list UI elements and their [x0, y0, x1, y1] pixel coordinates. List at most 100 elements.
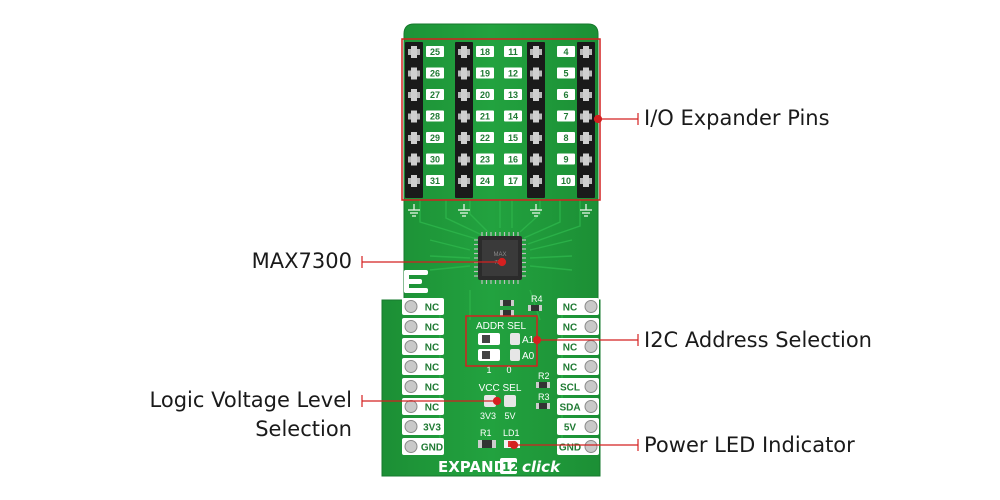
pin-number-label: 29: [430, 133, 440, 143]
header-pin: [533, 153, 539, 166]
header-pin: [461, 175, 467, 187]
mikrobus-pin-hole: [584, 360, 598, 373]
pin-number-label: 19: [480, 69, 490, 79]
mikrobus-pin-hole: [404, 380, 418, 393]
board-name: EXPAND 12 click: [438, 458, 561, 476]
mikrobus-pin-hole: [404, 360, 418, 373]
pin-number-label: 22: [480, 133, 490, 143]
header-pin: [583, 110, 589, 123]
svg-text:MAX: MAX: [493, 252, 506, 258]
board-name-suffix: click: [522, 458, 561, 476]
mikrobus-pin-hole: [584, 440, 598, 453]
header-pin: [411, 89, 417, 101]
mikrobus-pin-label: NC: [425, 343, 439, 354]
pin-label-bg: [476, 153, 494, 165]
pin-number-label: 15: [508, 133, 518, 143]
mikrobus-pin-hole: [584, 400, 598, 413]
r2-label: R2: [538, 371, 550, 381]
pin-label-bg: [426, 46, 444, 57]
zero-label: 0: [506, 365, 511, 375]
callout-led: Power LED Indicator: [644, 433, 855, 457]
mikrobus-pin-hole: [404, 300, 418, 313]
pin-label-bg: [504, 110, 522, 122]
header-pin: [583, 175, 589, 187]
header-pin: [583, 67, 589, 80]
a0-label: A0: [522, 351, 535, 362]
mikrobus-pin-hole: [404, 320, 418, 333]
mikrobus-pin-hole: [584, 300, 598, 313]
a1-label: A1: [522, 335, 535, 346]
pin-label-bg: [557, 46, 575, 57]
pin-label-bg: [476, 132, 494, 143]
mikrobus-pin-hole: [404, 400, 418, 413]
callout-io-pins: I/O Expander Pins: [644, 106, 830, 130]
ld1-label: LD1: [503, 428, 520, 438]
pin-label-bg: [426, 110, 444, 122]
pin-label-bg: [504, 46, 522, 57]
header-pin: [461, 132, 467, 144]
mikrobus-pin-hole: [584, 320, 598, 333]
pin-number-label: 21: [480, 112, 490, 122]
pin-label-bg: [504, 67, 522, 79]
mikrobus-pin-hole: [404, 420, 418, 433]
pin-number-label: 8: [563, 133, 568, 143]
pin-label-bg: [557, 132, 575, 143]
pin-label-bg: [557, 153, 575, 165]
callout-logic-line2: Selection: [255, 417, 352, 441]
mikrobus-pin-label: NC: [563, 303, 577, 314]
one-label: 1: [486, 365, 491, 375]
mikrobus-pin-label: NC: [425, 303, 439, 314]
pin-number-label: 6: [563, 90, 568, 100]
header-pin: [533, 46, 539, 58]
r4-label: R4: [531, 294, 543, 304]
header-pin: [533, 67, 539, 80]
mikrobus-pin-hole: [584, 340, 598, 353]
r3-label: R3: [538, 392, 550, 402]
mikrobus-pin-label: NC: [563, 363, 577, 374]
header-pin: [583, 153, 589, 166]
ground-symbols: [408, 204, 592, 217]
pin-number-label: 18: [480, 47, 490, 57]
pin-label-bg: [426, 89, 444, 100]
pin-number-label: 12: [508, 69, 518, 79]
v5-label: 5V: [504, 411, 515, 421]
pin-number-label: 11: [508, 47, 518, 57]
header-pin: [461, 110, 467, 123]
pin-number-label: 7: [563, 112, 568, 122]
pin-label-bg: [426, 175, 444, 186]
pin-number-label: 26: [430, 69, 440, 79]
board-name-number: 12: [502, 460, 519, 474]
header-pin: [583, 132, 589, 144]
pin-number-label: 30: [430, 155, 440, 165]
mikrobus-pin-label: GND: [559, 443, 581, 454]
pin-number-label: 20: [480, 90, 490, 100]
pin-label-bg: [557, 67, 575, 79]
pin-label-bg: [504, 132, 522, 143]
header-pin: [533, 175, 539, 187]
vcc-sel-label: VCC SEL: [479, 383, 522, 394]
header-pin: [461, 153, 467, 166]
max7300-chip: MAX 7300: [474, 232, 526, 284]
vcc-sel-jumper: VCC SEL 3V3 5V: [479, 383, 522, 421]
pin-number-label: 31: [430, 176, 440, 186]
mikrobus-pin-label: NC: [563, 323, 577, 334]
pin-label-bg: [476, 110, 494, 122]
header-pin: [411, 132, 417, 144]
pin-number-label: 24: [480, 176, 490, 186]
mikrobus-pin-hole: [584, 380, 598, 393]
addr-sel-jumpers: ADDR SEL A1 A0 1 0: [476, 321, 535, 375]
pin-label-bg: [476, 175, 494, 186]
mikrobus-pin-label: NC: [563, 343, 577, 354]
mikrobus-pin-label: 3V3: [423, 423, 441, 434]
header-pin: [533, 132, 539, 144]
pin-label-bg: [557, 110, 575, 122]
mikrobus-pin-label: NC: [425, 363, 439, 374]
header-pin: [461, 46, 467, 58]
header-pin: [533, 110, 539, 123]
mikrobus-pin-hole: [404, 340, 418, 353]
pin-label-bg: [476, 67, 494, 79]
header-pin: [583, 89, 589, 101]
